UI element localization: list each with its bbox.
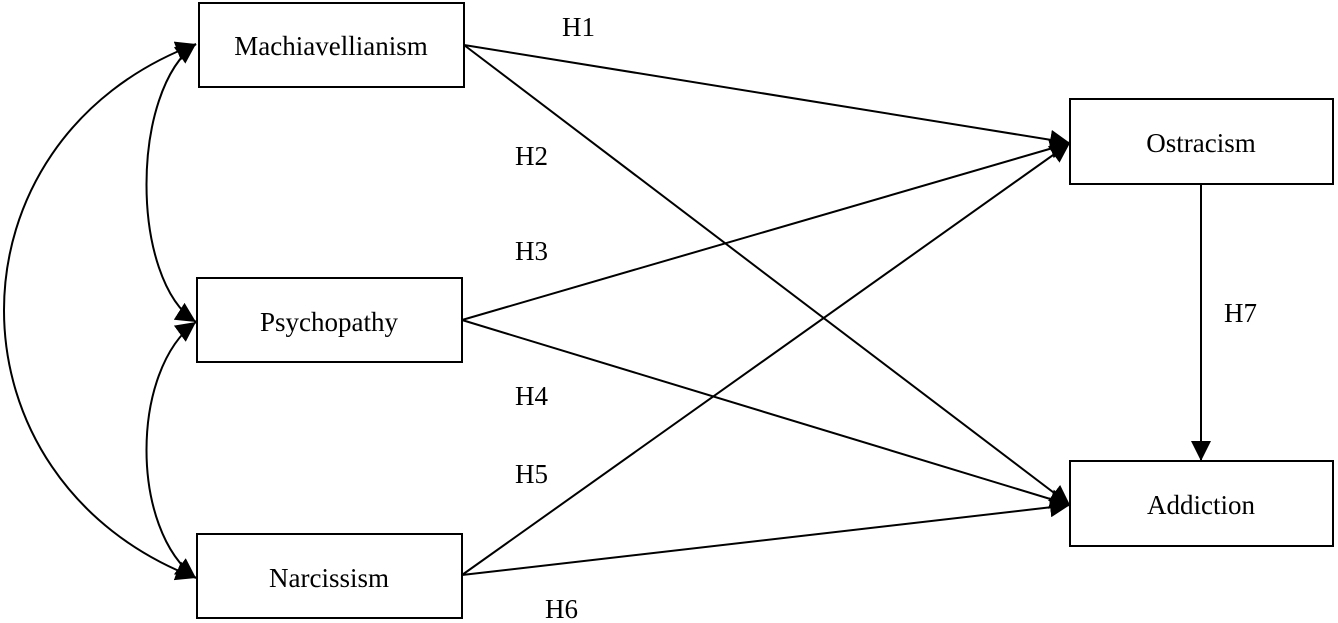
correlation-mach-psych: [145, 43, 197, 323]
path-h3-psych-ostracism: [461, 138, 1071, 321]
hypothesis-label-h2: H2: [515, 141, 548, 171]
node-narcissism: Narcissism: [196, 533, 463, 619]
node-narcissism-label: Narcissism: [269, 563, 389, 593]
hypothesis-label-h5: H5: [515, 459, 548, 489]
path-h4-psych-addiction: [461, 319, 1071, 509]
hypothesis-label-h4: H4: [515, 381, 548, 411]
correlation-psych-narc: [145, 321, 197, 579]
path-h2-mach-addiction: [463, 44, 1071, 506]
node-psychopathy: Psychopathy: [196, 277, 463, 363]
node-machiavellianism-label: Machiavellianism: [234, 31, 427, 61]
path-h5-narc-ostracism: [461, 142, 1071, 576]
correlation-mach-narc: [3, 41, 197, 581]
node-psychopathy-label: Psychopathy: [260, 307, 398, 337]
node-machiavellianism: Machiavellianism: [198, 2, 465, 88]
node-addiction-label: Addiction: [1147, 490, 1255, 520]
hypothesis-label-h3: H3: [515, 236, 548, 266]
node-addiction: Addiction: [1069, 460, 1334, 547]
hypothesis-label-h1: H1: [562, 12, 595, 42]
hypothesis-label-h6: H6: [545, 594, 578, 623]
node-ostracism-label: Ostracism: [1146, 128, 1255, 158]
path-h1-mach-ostracism: [463, 44, 1071, 150]
hypothesis-label-h7: H7: [1224, 298, 1257, 328]
node-ostracism: Ostracism: [1069, 98, 1334, 185]
path-h6-narc-addiction: [461, 497, 1071, 576]
